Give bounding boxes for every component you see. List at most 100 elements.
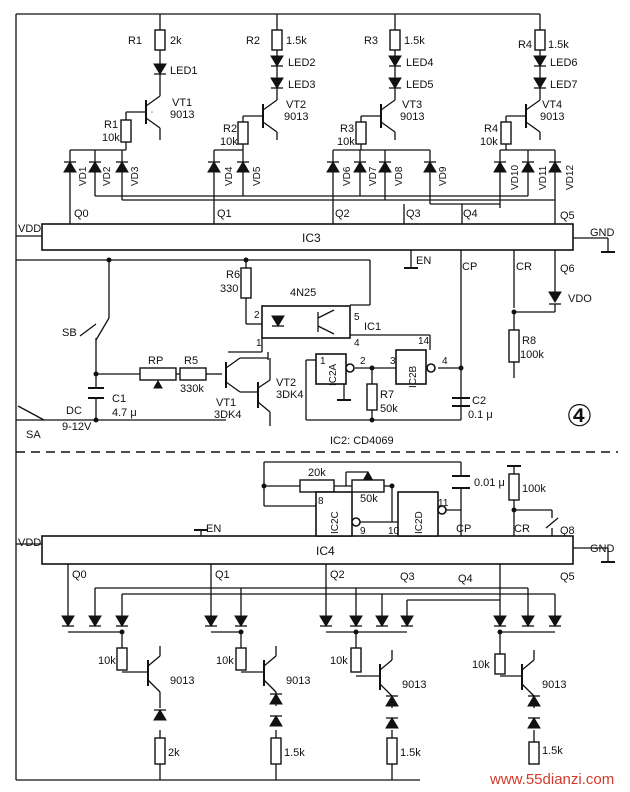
r3-resistor — [389, 29, 401, 51]
label-ic2b-pin4: 4 — [442, 356, 448, 367]
r6-resistor — [240, 267, 252, 299]
label-ic1: IC1 — [364, 321, 381, 333]
bottom-e2-resistor — [270, 737, 282, 765]
label-vt2-top-part: 9013 — [284, 111, 308, 123]
label-ic4-q1: Q1 — [215, 569, 230, 581]
label-led4: LED4 — [406, 57, 434, 69]
label-ic3-q3: Q3 — [406, 208, 421, 220]
label-pin9: 9 — [360, 526, 366, 537]
label-b-e2: 1.5k — [284, 747, 305, 759]
label-led6: LED6 — [550, 57, 578, 69]
wiring — [15, 13, 618, 781]
label-b-t1: 9013 — [170, 675, 194, 687]
label-c-001: 0.01 μ — [474, 477, 505, 489]
label-b-t3: 9013 — [402, 679, 426, 691]
label-vt2-bot-part: 3DK4 — [276, 389, 304, 401]
r4b-resistor — [500, 121, 512, 145]
label-ic3-cp: CP — [462, 261, 477, 273]
label-r8: R8 — [522, 335, 536, 347]
label-ic4-q0: Q0 — [72, 569, 87, 581]
bottom-r2-resistor — [235, 647, 247, 671]
label-r1b: R1 — [104, 119, 118, 131]
led6-symbol — [533, 55, 547, 67]
label-r2: R2 — [246, 35, 260, 47]
label-vt1-bot: VT1 — [216, 397, 236, 409]
r1-resistor — [154, 29, 166, 51]
ic2c-gate — [315, 491, 353, 537]
diode-row-top — [63, 161, 562, 173]
label-r3: R3 — [364, 35, 378, 47]
label-c2-val: 0.1 μ — [468, 409, 493, 421]
label-c1: C1 — [112, 393, 126, 405]
label-ic3-q4: Q4 — [463, 208, 478, 220]
bottom-led4 — [385, 695, 399, 707]
r-100k-resistor — [508, 473, 520, 501]
led1-symbol — [153, 63, 167, 75]
label-r1: R1 — [128, 35, 142, 47]
label-b-r3: 10k — [330, 655, 348, 667]
led3-symbol — [270, 77, 284, 89]
label-vd6: VD6 — [342, 166, 353, 186]
label-r7: R7 — [380, 389, 394, 401]
label-rp: RP — [148, 355, 163, 367]
label-r6: R6 — [226, 269, 240, 281]
label-vd10: VD10 — [510, 165, 521, 190]
components — [17, 29, 574, 765]
label-pin2: 2 — [254, 310, 260, 321]
label-vt2-bot: VT2 — [276, 377, 296, 389]
led7-symbol — [533, 77, 547, 89]
label-ic3-q1: Q1 — [217, 208, 232, 220]
label-b-r2: 10k — [216, 655, 234, 667]
labels: R1 2k LED1 VT1 9013 R1 10k R2 1.5k LED2 … — [18, 35, 615, 788]
r8-resistor — [508, 329, 520, 363]
label-dc-range: 9-12V — [62, 421, 92, 433]
label-vd9: VD9 — [438, 166, 449, 186]
label-ic4-cr: CR — [514, 523, 530, 535]
label-r5: R5 — [184, 355, 198, 367]
label-vd11: VD11 — [538, 165, 549, 190]
label-r-100k: 100k — [522, 483, 546, 495]
label-vt1-top: VT1 — [172, 97, 192, 109]
label-ic4-gnd: GND — [590, 543, 615, 555]
r2b-resistor — [237, 121, 249, 145]
label-vdo: VDO — [568, 293, 592, 305]
label-ic2b: IC2B — [408, 365, 419, 388]
label-q8: Q8 — [560, 525, 575, 537]
diode-row-bottom — [61, 615, 562, 627]
r-20k-resistor — [299, 479, 335, 493]
label-r3-val: 1.5k — [404, 35, 425, 47]
label-r4b: R4 — [484, 123, 498, 135]
label-vt1-top-part: 9013 — [170, 109, 194, 121]
label-ic3-cr: CR — [516, 261, 532, 273]
label-r3b-val: 10k — [337, 136, 355, 148]
label-led7: LED7 — [550, 79, 578, 91]
bottom-led5 — [385, 717, 399, 729]
label-ic2a-pin1: 1 — [320, 356, 326, 367]
label-pin4: 4 — [354, 338, 360, 349]
label-vt4-top-part: 9013 — [540, 111, 564, 123]
label-b-r1: 10k — [98, 655, 116, 667]
label-r4: R4 — [518, 39, 532, 51]
label-r2b: R2 — [223, 123, 237, 135]
r3b-resistor — [355, 121, 367, 145]
bottom-led1 — [153, 709, 167, 721]
label-b-t4: 9013 — [542, 679, 566, 691]
label-r1b-val: 10k — [102, 132, 120, 144]
label-vd2: VD2 — [102, 166, 113, 186]
bottom-led3 — [269, 715, 283, 727]
bottom-r3-resistor — [350, 647, 362, 673]
label-ic4-name: IC4 — [316, 544, 335, 558]
label-pot-50k: 50k — [360, 493, 378, 505]
label-ic3-q2: Q2 — [335, 208, 350, 220]
label-pin5: 5 — [354, 312, 360, 323]
ic2d-gate — [397, 491, 439, 537]
ic4-chip — [41, 535, 574, 565]
label-ic2-note: IC2: CD4069 — [330, 435, 394, 447]
label-c1-val: 4.7 μ — [112, 407, 137, 419]
label-ic3-q6: Q6 — [560, 263, 575, 275]
bottom-e4-resistor — [528, 741, 540, 765]
label-r2b-val: 10k — [220, 136, 238, 148]
label-ic2a: IC2A — [328, 363, 339, 386]
r7-resistor — [366, 383, 378, 411]
led4-symbol — [388, 55, 402, 67]
